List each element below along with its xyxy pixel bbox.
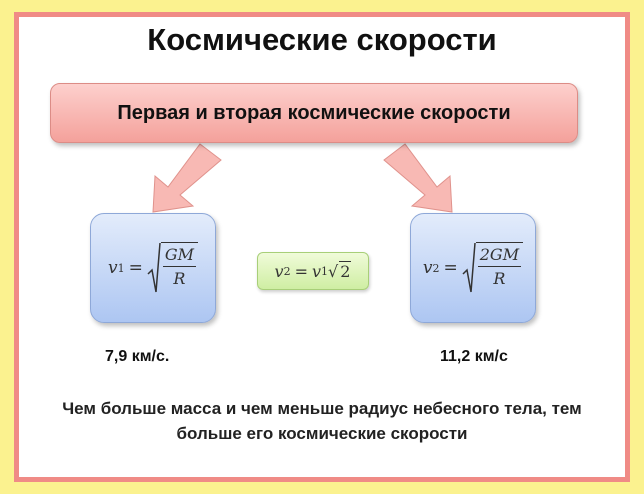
relation-root: 2 xyxy=(339,261,352,281)
equals-sign: = xyxy=(128,258,143,278)
second-cosmic-speed-value: 11,2 км/с xyxy=(440,348,508,365)
sqrt-sign: 2GM R xyxy=(462,242,524,294)
radical-icon xyxy=(147,242,161,293)
relation-rhs-sub: 1 xyxy=(321,264,329,278)
fraction-numerator: 2GM xyxy=(477,245,522,267)
radical-icon xyxy=(462,242,476,293)
sqrt-sign: GM R xyxy=(147,242,199,294)
right-arrow-icon xyxy=(383,143,453,213)
relation-lhs: v xyxy=(274,261,284,281)
equals-sign: = xyxy=(294,261,308,281)
radical-icon: √ xyxy=(328,261,339,281)
fraction: 2GM R xyxy=(475,242,524,294)
banner: Первая и вторая космические скорости xyxy=(50,83,578,143)
fraction-denominator: R xyxy=(493,269,506,288)
left-arrow-icon xyxy=(152,143,222,213)
fraction-denominator: R xyxy=(173,269,186,288)
fraction-numerator: GM xyxy=(162,245,197,267)
conclusion-note: Чем больше масса и чем меньше радиус неб… xyxy=(62,399,582,443)
formula-lhs-sub: 1 xyxy=(117,261,125,275)
formula-lhs: v xyxy=(422,258,433,278)
first-cosmic-speed-value: 7,9 км/с. xyxy=(105,348,170,365)
relation-rhs: v xyxy=(312,261,322,281)
equals-sign: = xyxy=(443,258,458,278)
relation-lhs-sub: 2 xyxy=(283,264,291,278)
formula-lhs-sub: 2 xyxy=(432,261,440,275)
page-title: Космические скорости xyxy=(147,22,497,57)
formula-lhs: v xyxy=(107,258,118,278)
fraction: GM R xyxy=(160,242,199,294)
